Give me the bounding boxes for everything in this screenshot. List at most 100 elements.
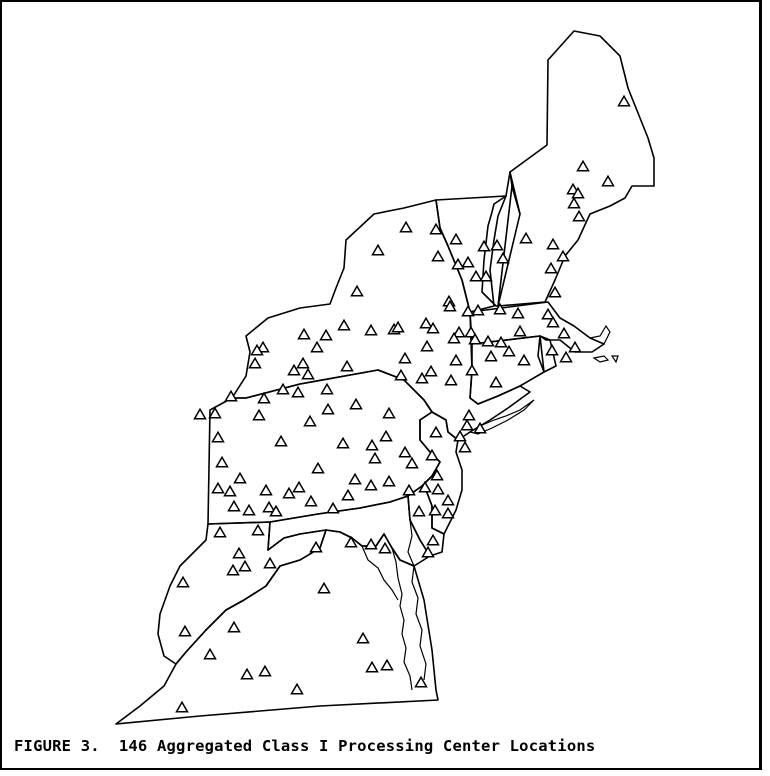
processing-center-marker	[421, 545, 435, 558]
processing-center-marker	[326, 501, 340, 514]
processing-center-marker	[471, 303, 485, 316]
processing-center-marker	[319, 328, 333, 341]
processing-center-marker	[426, 533, 440, 546]
state-maryland	[267, 495, 431, 567]
processing-center-marker	[233, 471, 247, 484]
processing-center-marker	[428, 503, 442, 516]
processing-center-marker	[364, 323, 378, 336]
processing-center-marker	[238, 559, 252, 572]
processing-center-marker	[568, 340, 582, 353]
state-new-york	[231, 199, 531, 441]
processing-center-marker	[519, 231, 533, 244]
processing-center-marker	[461, 304, 475, 317]
state-rhode-island	[537, 335, 557, 373]
processing-center-marker	[477, 239, 491, 252]
processing-center-marker	[382, 474, 396, 487]
processing-center-marker	[490, 238, 504, 251]
processing-center-marker	[544, 261, 558, 274]
processing-center-marker	[379, 429, 393, 442]
processing-center-marker	[227, 620, 241, 633]
processing-center-marker	[303, 414, 317, 427]
processing-center-marker	[349, 397, 363, 410]
processing-center-marker	[337, 318, 351, 331]
processing-center-marker	[348, 472, 362, 485]
processing-center-marker	[364, 478, 378, 491]
processing-center-marker	[517, 353, 531, 366]
state-new-hampshire	[481, 171, 521, 307]
processing-center-marker	[203, 647, 217, 660]
processing-center-marker	[449, 232, 463, 245]
potomac-river	[361, 545, 399, 601]
processing-center-marker	[452, 325, 466, 338]
processing-center-marker	[571, 186, 585, 199]
processing-center-marker	[398, 445, 412, 458]
coastline-detail	[361, 324, 619, 691]
processing-center-marker	[548, 285, 562, 298]
processing-center-marker	[350, 284, 364, 297]
processing-center-marker	[371, 243, 385, 256]
figure-caption: FIGURE 3. 146 Aggregated Class I Process…	[14, 737, 596, 755]
processing-center-marker	[208, 406, 222, 419]
processing-center-marker	[559, 350, 573, 363]
processing-center-marker	[223, 484, 237, 497]
state-west-virginia	[157, 521, 327, 665]
chesapeake-west-shore	[391, 547, 413, 691]
processing-center-marker	[398, 351, 412, 364]
processing-center-marker	[317, 581, 331, 594]
processing-center-marker	[292, 480, 306, 493]
processing-center-marker	[311, 461, 325, 474]
processing-center-marker	[444, 373, 458, 386]
processing-center-marker	[291, 385, 305, 398]
processing-center-marker	[453, 429, 467, 442]
processing-center-marker	[419, 316, 433, 329]
processing-center-marker	[468, 332, 482, 345]
processing-center-marker	[420, 339, 434, 352]
processing-center-marker	[441, 506, 455, 519]
processing-center-marker	[301, 367, 315, 380]
processing-center-marker	[378, 541, 392, 554]
processing-center-marker	[251, 523, 265, 536]
processing-center-marker	[304, 494, 318, 507]
processing-center-marker	[215, 455, 229, 468]
processing-center-marker	[546, 237, 560, 250]
processing-center-marker	[365, 660, 379, 673]
processing-center-marker	[481, 334, 495, 347]
state-boundaries	[115, 30, 655, 725]
processing-center-markers	[175, 94, 631, 713]
processing-center-marker	[232, 546, 246, 559]
state-vermont	[435, 195, 507, 313]
processing-center-marker	[426, 321, 440, 334]
processing-center-marker	[365, 438, 379, 451]
processing-center-marker	[496, 251, 510, 264]
processing-center-marker	[175, 700, 189, 713]
processing-center-marker	[211, 481, 225, 494]
cape-cod	[589, 324, 611, 345]
processing-center-marker	[269, 504, 283, 517]
processing-center-marker	[276, 382, 290, 395]
processing-center-marker	[405, 456, 419, 469]
processing-center-marker	[258, 664, 272, 677]
processing-center-marker	[262, 500, 276, 513]
processing-center-marker	[464, 325, 478, 338]
processing-center-marker	[556, 249, 570, 262]
processing-center-marker	[290, 682, 304, 695]
state-maine	[497, 30, 655, 307]
processing-center-marker	[429, 425, 443, 438]
processing-center-marker	[489, 375, 503, 388]
processing-center-marker	[414, 675, 428, 688]
processing-center-marker	[546, 315, 560, 328]
processing-center-marker	[399, 220, 413, 233]
processing-center-marker	[545, 343, 559, 356]
processing-center-marker	[557, 326, 571, 339]
processing-center-marker	[368, 451, 382, 464]
processing-center-marker	[431, 482, 445, 495]
state-virginia	[115, 529, 439, 725]
processing-center-marker	[340, 359, 354, 372]
processing-center-marker	[460, 418, 474, 431]
processing-center-marker	[469, 269, 483, 282]
processing-center-marker	[178, 624, 192, 637]
processing-center-marker	[429, 222, 443, 235]
processing-center-marker	[461, 255, 475, 268]
